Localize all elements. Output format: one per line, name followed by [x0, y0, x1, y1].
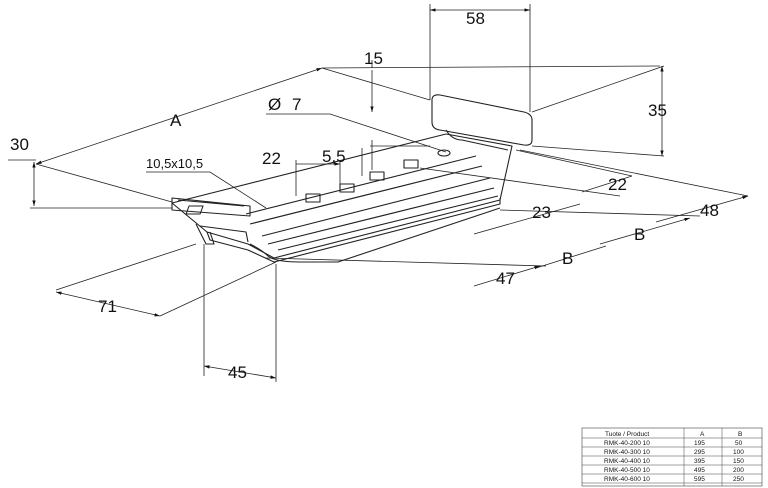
- square-hole: [339, 183, 355, 193]
- round-hole: [437, 149, 451, 157]
- dim-5-5: 5,5: [322, 147, 346, 166]
- table-cell: 100: [733, 449, 744, 456]
- table-cell: RMK-40-400 10: [604, 458, 650, 465]
- bottom-lip: [249, 207, 501, 263]
- square-hole: [185, 205, 204, 215]
- table-cell: 495: [694, 467, 705, 474]
- square-hole: [369, 171, 385, 181]
- rear-tab-base: [445, 129, 509, 151]
- front-flange: [171, 197, 251, 217]
- table-header-a: A: [700, 431, 705, 438]
- plate-outline: [171, 133, 513, 259]
- dim-23: 23: [532, 203, 551, 222]
- dim-30: 30: [10, 135, 29, 154]
- dim-45: 45: [228, 363, 247, 382]
- rail-4: [267, 187, 495, 245]
- dim-35: 35: [648, 101, 667, 120]
- table-header-product: Tuote / Product: [605, 431, 649, 438]
- rail-2: [249, 165, 483, 225]
- table-cell: 50: [735, 440, 743, 447]
- square-hole: [305, 193, 321, 203]
- table-cell: RMK-40-500 10: [604, 467, 650, 474]
- product-table: Tuote / Product A B RMK-40-200 10 195 50…: [581, 427, 763, 487]
- dim-7: 7: [292, 95, 301, 114]
- table-cell: 150: [733, 458, 744, 465]
- dim-22-right: 22: [608, 175, 627, 194]
- dim-22-top: 22: [262, 149, 281, 168]
- dim-phi-symbol: Ø: [268, 95, 281, 114]
- dimension-lines: [8, 4, 749, 382]
- dim-58: 58: [466, 9, 485, 28]
- table-cell: RMK-40-300 10: [604, 449, 650, 456]
- table-header-b: B: [738, 431, 742, 438]
- dim-B-mid: B: [562, 249, 573, 268]
- table-cell: 595: [694, 476, 705, 483]
- dim-15: 15: [364, 49, 383, 68]
- table-cell: 250: [733, 476, 744, 483]
- table-cell: 295: [694, 449, 705, 456]
- front-flange-lower: [195, 223, 249, 245]
- dim-10-5x10-5: 10,5x10,5: [146, 156, 203, 171]
- rail-5: [277, 195, 499, 251]
- square-hole: [403, 159, 419, 169]
- rail-3: [261, 177, 491, 237]
- dim-71: 71: [98, 297, 117, 316]
- dim-A: A: [170, 111, 182, 130]
- dim-47: 47: [496, 269, 515, 288]
- table-cell: 395: [694, 458, 705, 465]
- bracket-geometry: [171, 94, 533, 263]
- dim-B-right: B: [634, 225, 645, 244]
- table-cell: RMK-40-200 10: [604, 440, 650, 447]
- rail-1: [245, 155, 477, 215]
- table-cell: 200: [733, 467, 744, 474]
- dim-48: 48: [700, 201, 719, 220]
- table-cell: 195: [694, 440, 705, 447]
- plate-lower-edge: [206, 198, 501, 263]
- dimension-labels: 58 15 35 30 A Ø 7 22 5,5 10,5x10,5 22 23…: [10, 9, 719, 382]
- rear-tab: [431, 94, 533, 146]
- table-cell: RMK-40-600 10: [604, 476, 650, 483]
